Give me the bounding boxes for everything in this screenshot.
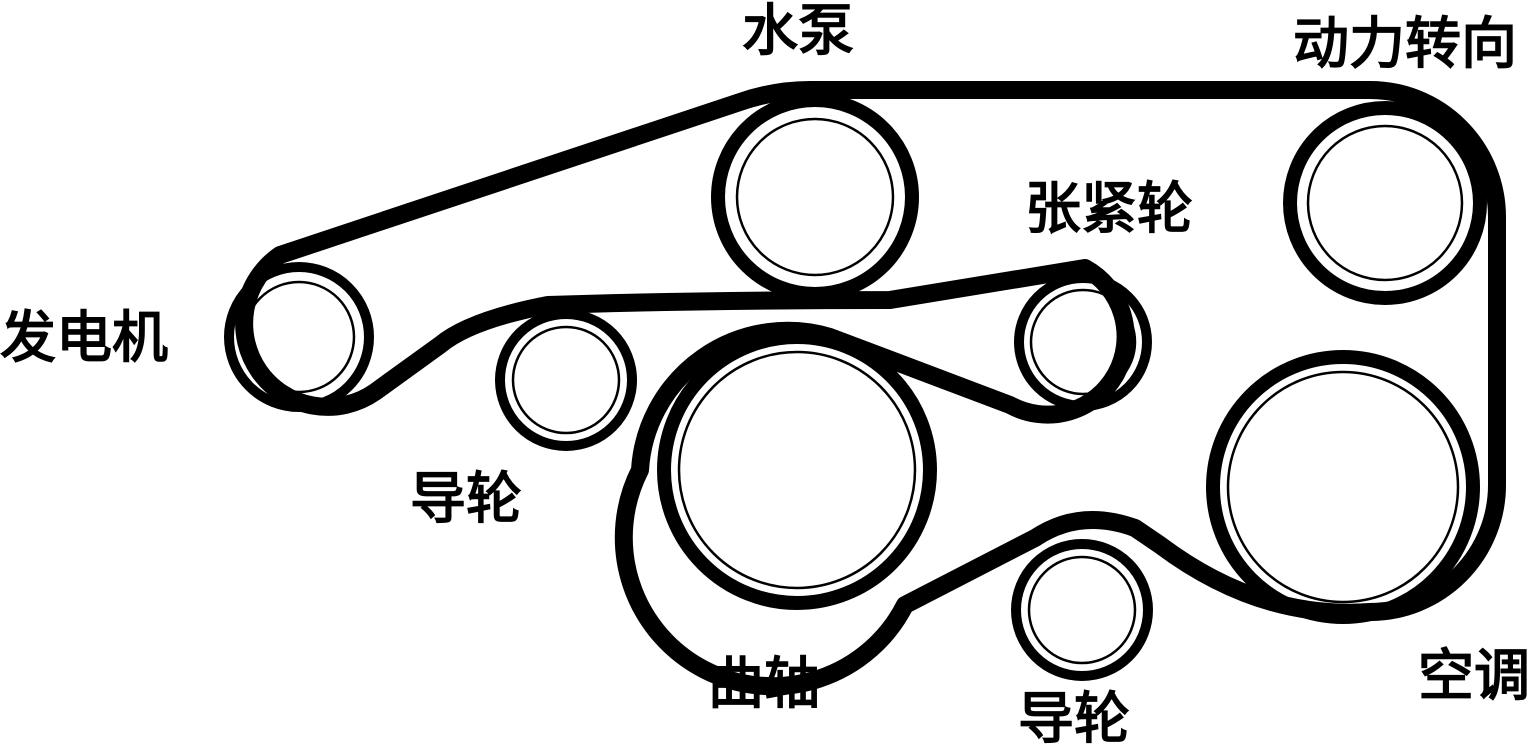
power-steering-pulley xyxy=(1283,101,1487,305)
idler-upper-pulley xyxy=(495,309,637,451)
label-alternator: 发电机 xyxy=(0,306,168,371)
tensioner-pulley xyxy=(1014,273,1152,411)
label-crankshaft: 曲轴 xyxy=(708,652,820,717)
alternator-pulley xyxy=(224,262,374,412)
label-idler-lower: 导轮 xyxy=(1018,687,1130,747)
water-pump-pulley xyxy=(711,93,919,301)
label-tensioner: 张紧轮 xyxy=(1025,177,1193,242)
crankshaft-pulley xyxy=(657,330,937,610)
ac-compressor-pulley xyxy=(1206,350,1480,624)
label-power-steering: 动力转向 xyxy=(1293,12,1517,77)
label-water-pump: 水泵 xyxy=(742,0,854,64)
idler-lower-pulley xyxy=(1011,539,1153,681)
label-idler-upper: 导轮 xyxy=(410,467,522,532)
label-ac-compressor: 空调 xyxy=(1418,644,1530,709)
